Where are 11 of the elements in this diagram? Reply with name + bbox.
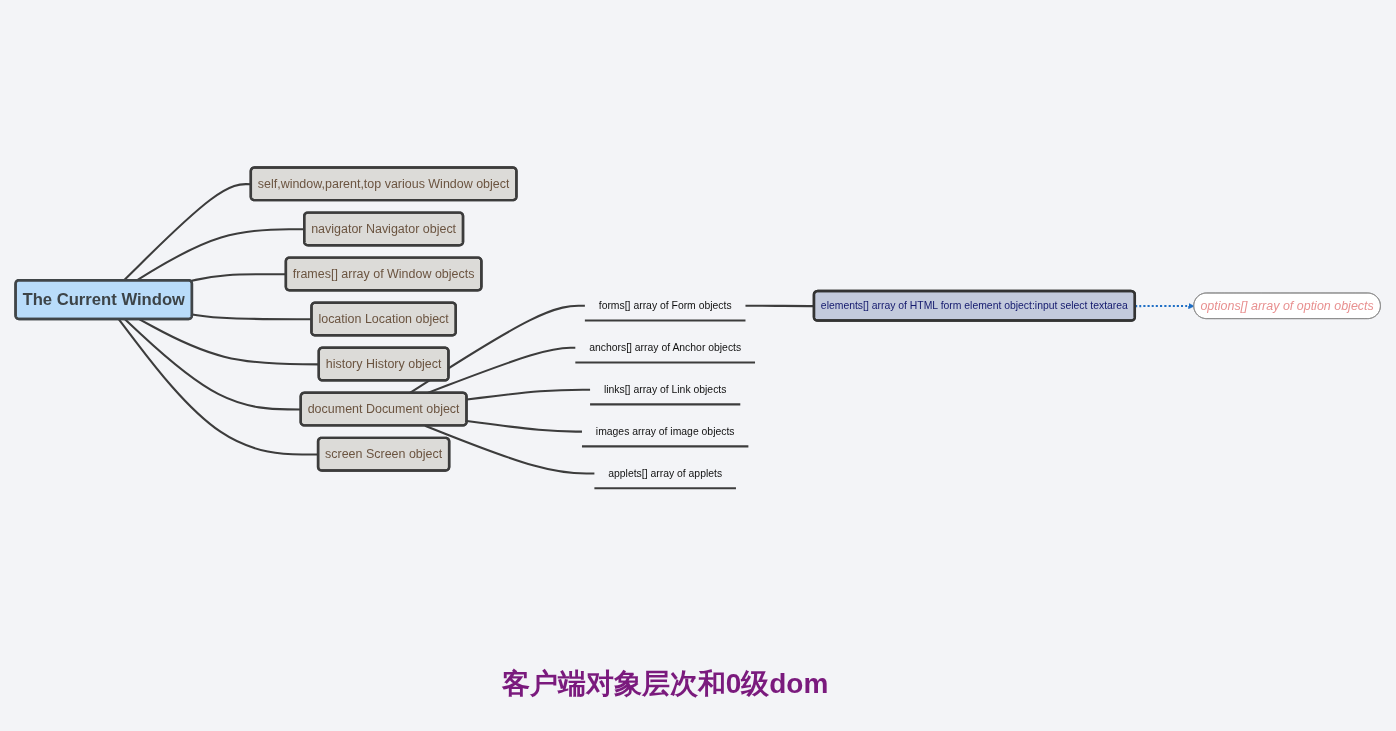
node-text: applets[] array of applets: [608, 467, 723, 480]
connector: [466, 420, 582, 433]
arrow: [1135, 303, 1195, 310]
node-text: links[] array of Link objects: [603, 383, 727, 396]
connector: [135, 228, 305, 282]
connector: [466, 388, 591, 401]
caption: 客户端对象层次和0级dom: [501, 668, 829, 699]
node-text: images array of image objects: [595, 425, 735, 438]
connector: [192, 313, 312, 321]
node-text: anchors[] array of Anchor objects: [589, 341, 742, 354]
node-text: forms[] array of Form objects: [598, 299, 732, 312]
